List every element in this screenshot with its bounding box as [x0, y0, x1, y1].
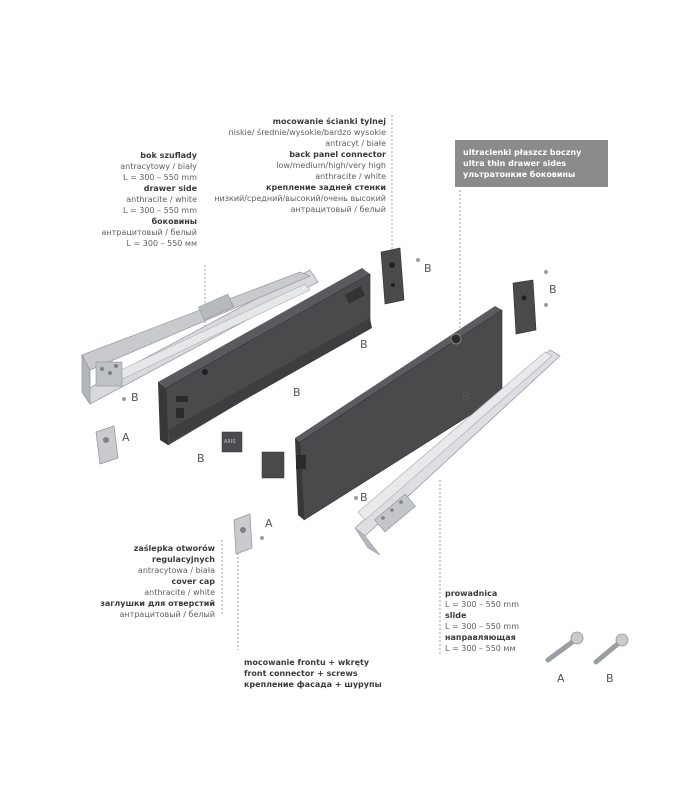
slide-en-length: L = 300 – 550 mm [445, 622, 519, 631]
drawer-side-ru-title: боковины [151, 217, 197, 226]
marker-b-left-mid: B [293, 386, 301, 399]
slide-ru-title: направляющая [445, 633, 516, 642]
back-panel-ru-color: антрацитовый / белый [290, 205, 386, 214]
back-panel-connector-left [380, 247, 405, 305]
drawer-side-en-length: L = 300 – 550 mm [123, 206, 197, 215]
back-panel-en-title: back panel connector [289, 150, 386, 159]
slide-en-title: slide [445, 611, 467, 620]
back-panel-en-sizes: low/medium/high/very high [276, 161, 386, 170]
ultra-thin-sides-callout: ultracienki płaszcz boczny ultra thin dr… [455, 140, 608, 187]
drawer-side-ru-color: антрацитовый / белый [101, 228, 197, 237]
back-panel-pl-color: antracyt / białe [325, 139, 386, 148]
screw-b-icon [593, 633, 629, 665]
cover-cap-ru-color: антрацитовый / белый [119, 610, 215, 619]
slide-pl-length: L = 300 – 550 mm [445, 600, 519, 609]
small-screws [122, 258, 548, 540]
front-connector-right [233, 513, 253, 555]
cover-cap-en-color: anthracite / white [144, 588, 215, 597]
back-panel-connector-right [512, 279, 537, 335]
front-connector-en: front connector + screws [244, 669, 358, 678]
drawer-side-pl-color: antracytowy / biały [120, 162, 197, 171]
slide-ru-length: L = 300 – 550 мм [445, 644, 516, 653]
marker-b-left-slide: B [131, 391, 139, 404]
thin-sides-en: ultra thin drawer sides [463, 159, 567, 168]
front-connector-label: mocowanie frontu + wkręty front connecto… [244, 657, 382, 690]
svg-text:AXIS: AXIS [224, 439, 236, 445]
drawer-side-ru-length: L = 300 – 550 мм [126, 239, 197, 248]
slide-label: prowadnica L = 300 – 550 mm slide L = 30… [445, 588, 519, 654]
cover-cap-ru-title: заглушки для отверстий [100, 599, 215, 608]
marker-b-back-right: B [549, 283, 557, 296]
back-panel-en-color: anthracite / white [315, 172, 386, 181]
back-panel-pl-title: mocowanie ścianki tylnej [272, 117, 386, 126]
marker-b-right-side: B [462, 390, 470, 403]
drawer-side-en-color: anthracite / white [126, 195, 197, 204]
thin-sides-pl: ultracienki płaszcz boczny [463, 148, 582, 157]
left-slide [81, 269, 319, 406]
drawer-side-pl-title: bok szuflady [140, 151, 197, 160]
back-panel-ru-sizes: низкий/средний/высокий/очень высокий [214, 194, 386, 203]
back-panel-pl-sizes: niskie/ średnie/wysokie/bardzo wysokie [228, 128, 386, 137]
left-drawer-side: AXIS [158, 268, 372, 453]
slide-pl-title: prowadnica [445, 589, 498, 598]
marker-b-back-left: B [424, 262, 432, 275]
cover-cap-pl-title-1: zaślepka otworów [133, 544, 215, 553]
back-panel-ru-title: крепление задней стенки [266, 183, 386, 192]
screw-a-label: A [557, 672, 565, 685]
drawer-side-label: bok szuflady antracytowy / biały L = 300… [102, 150, 197, 249]
drawer-side-en-title: drawer side [143, 184, 197, 193]
right-drawer-side [261, 306, 503, 521]
marker-b-left-bottom: B [197, 452, 205, 465]
screw-a-icon [545, 631, 584, 663]
drawer-side-pl-length: L = 300 – 550 mm [123, 173, 197, 182]
front-connector-ru: крепление фасада + шурупы [244, 680, 382, 689]
screw-b-label: B [606, 672, 614, 685]
marker-a-right-front: A [265, 517, 273, 530]
cover-cap-en-title: cover cap [171, 577, 215, 586]
cover-cap-label: zaślepka otworów regulacyjnych antracyto… [100, 543, 215, 620]
marker-a-left-front: A [122, 431, 130, 444]
front-connector-left [95, 425, 119, 465]
marker-b-left-top: B [360, 338, 368, 351]
marker-b-right-slide: B [360, 491, 368, 504]
cover-cap-pl-title-2: regulacyjnych [152, 555, 215, 564]
back-panel-connector-label: mocowanie ścianki tylnej niskie/ średnie… [214, 116, 386, 215]
cover-cap-pl-color: antracytowa / biała [137, 566, 215, 575]
thin-sides-ru: ультратонкие боковины [463, 170, 576, 179]
right-slide [354, 349, 561, 556]
front-connector-pl: mocowanie frontu + wkręty [244, 658, 370, 667]
